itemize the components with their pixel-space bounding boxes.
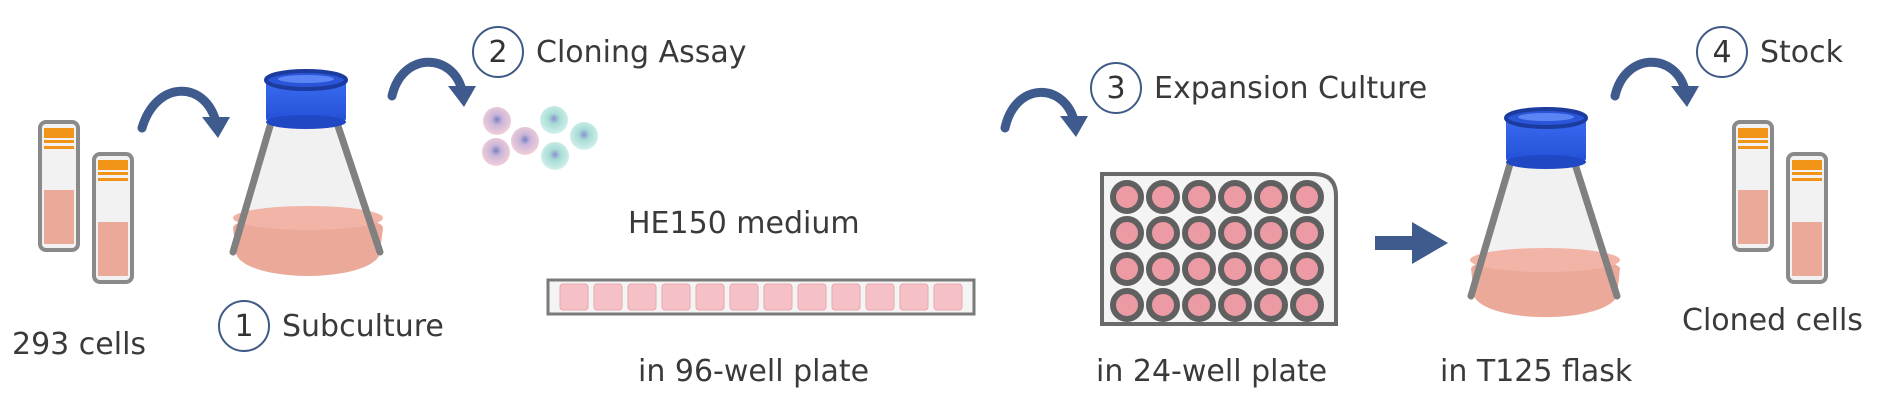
vial-right-1: [1732, 120, 1774, 252]
plate-well: [1290, 216, 1324, 250]
plate-well: [1254, 252, 1288, 286]
well-plate-96: [546, 278, 976, 316]
step-subculture: 1 Subculture: [218, 300, 444, 352]
curved-arrow-2: [387, 57, 476, 107]
plate-well: [1290, 180, 1324, 214]
plate-well: [1146, 216, 1180, 250]
plate-well: [1110, 180, 1144, 214]
strip-well: [933, 283, 963, 311]
plate-well: [1110, 288, 1144, 322]
flask-t125: [1467, 107, 1621, 318]
step-number-badge: 1: [218, 300, 270, 352]
strip-well: [627, 283, 657, 311]
step-number-badge: 3: [1090, 62, 1142, 114]
strip-well: [831, 283, 861, 311]
straight-arrow: [1375, 222, 1448, 264]
label-293-cells: 293 cells: [12, 327, 147, 362]
strip-well: [763, 283, 793, 311]
well-plate-24: [1100, 172, 1338, 326]
label-96-well: in 96-well plate: [638, 354, 870, 389]
flask-subculture: [229, 69, 384, 276]
vial-right-2: [1786, 152, 1828, 284]
vial-left-1: [38, 120, 80, 252]
step-label: Cloning Assay: [536, 34, 747, 70]
plate-well: [1146, 180, 1180, 214]
step-number-badge: 4: [1696, 26, 1748, 78]
step-label: Expansion Culture: [1154, 70, 1428, 106]
curved-arrow-1: [137, 86, 230, 138]
step-number-badge: 2: [472, 26, 524, 78]
step-expansion-culture: 3 Expansion Culture: [1090, 62, 1427, 114]
plate-well: [1218, 252, 1252, 286]
plate-well: [1182, 252, 1216, 286]
strip-well: [593, 283, 623, 311]
label-cloned-cells: Cloned cells: [1682, 303, 1863, 338]
plate-well: [1254, 288, 1288, 322]
plate-well: [1182, 288, 1216, 322]
label-t125: in T125 flask: [1440, 354, 1633, 389]
strip-well: [661, 283, 691, 311]
plate-well: [1254, 216, 1288, 250]
plate-well: [1110, 216, 1144, 250]
plate-well: [1218, 180, 1252, 214]
step-label: Stock: [1760, 34, 1844, 70]
step-cloning-assay: 2 Cloning Assay: [472, 26, 747, 78]
curved-arrow-4: [1610, 57, 1699, 107]
step-stock: 4 Stock: [1696, 26, 1843, 78]
step-label: Subculture: [282, 308, 444, 344]
plate-well: [1146, 288, 1180, 322]
plate-well: [1182, 180, 1216, 214]
plate-well: [1218, 216, 1252, 250]
plate-well: [1110, 252, 1144, 286]
curved-arrow-3: [1000, 88, 1088, 137]
strip-well: [797, 283, 827, 311]
plate-well: [1290, 288, 1324, 322]
cell-cluster: [482, 106, 598, 170]
label-medium: HE150 medium: [628, 206, 860, 241]
plate-well: [1146, 252, 1180, 286]
plate-well: [1182, 216, 1216, 250]
strip-well: [729, 283, 759, 311]
plate-well: [1290, 252, 1324, 286]
plate-well: [1254, 180, 1288, 214]
strip-well: [559, 283, 589, 311]
plate-well: [1218, 288, 1252, 322]
label-24-well: in 24-well plate: [1096, 354, 1328, 389]
strip-well: [695, 283, 725, 311]
strip-well: [865, 283, 895, 311]
strip-well: [899, 283, 929, 311]
vial-left-2: [92, 152, 134, 284]
